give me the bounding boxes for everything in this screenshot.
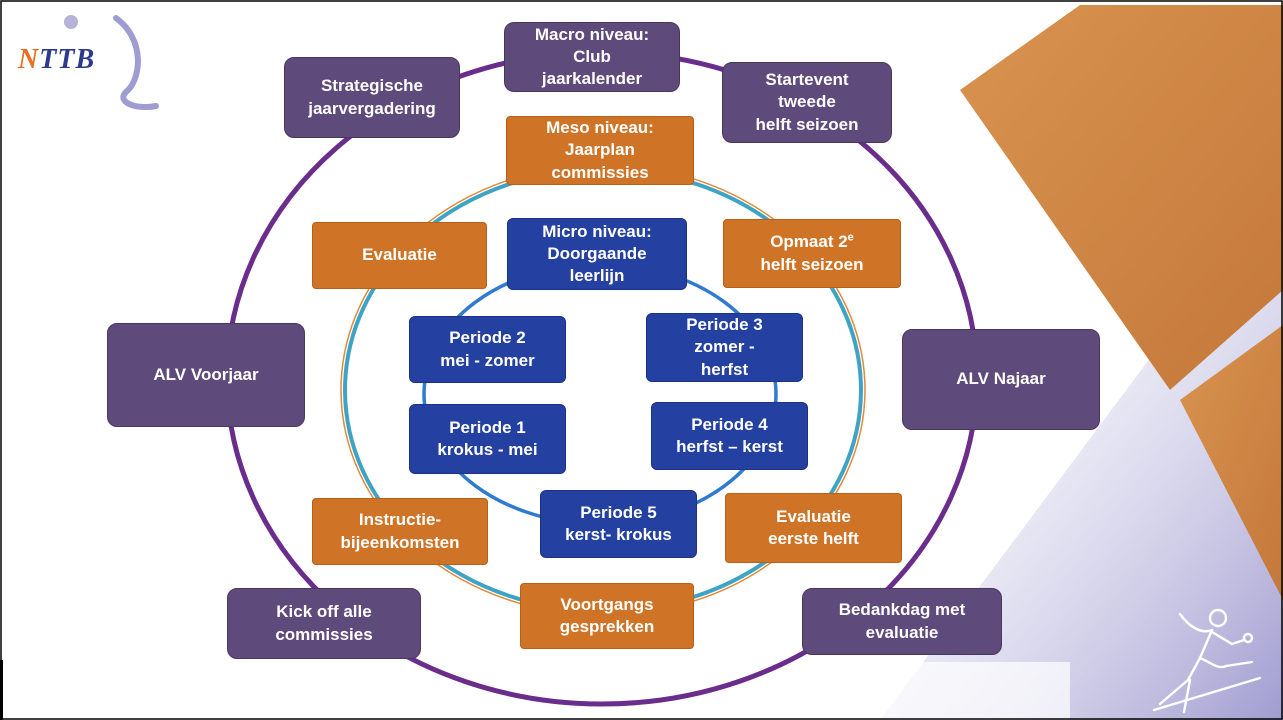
meso-top-label: Meso niveau: Jaarplan commissies xyxy=(546,118,654,182)
logo-letters-ttb: TTB xyxy=(39,44,96,75)
voortgang-label: Voortgangs gesprekken xyxy=(559,594,655,636)
periode-1-label: Periode 1 krokus - mei xyxy=(437,417,538,459)
strategische-jaarvergadering: Strategische jaarvergadering xyxy=(284,57,460,138)
startevent-label: Startevent tweede helft seizoen xyxy=(755,70,859,134)
periode-3-label: Periode 3 zomer - herfst xyxy=(686,315,763,379)
logo-swoosh xyxy=(113,15,159,110)
left-edge-line xyxy=(0,660,3,720)
strategische-label: Strategische jaarvergadering xyxy=(308,76,436,118)
alv-voorjaar: ALV Voorjaar xyxy=(107,323,305,427)
alv-najaar-label: ALV Najaar xyxy=(956,369,1046,389)
logo-text: NTTB xyxy=(18,44,95,76)
periode-4-herfst-kerst: Periode 4 herfst – kerst xyxy=(651,402,808,470)
instructie-label: Instructie- bijeenkomsten xyxy=(340,510,460,552)
evaluatie-eerste-helft: Evaluatie eerste helft xyxy=(725,493,902,563)
periode-3-zomer-herfst: Periode 3 zomer - herfst xyxy=(646,313,803,382)
periode-5-label: Periode 5 kerst- krokus xyxy=(565,502,672,544)
white-band xyxy=(860,662,1070,720)
alv-najaar: ALV Najaar xyxy=(902,329,1100,430)
micro-top-label: Micro niveau: Doorgaande leerlijn xyxy=(542,221,652,286)
instructie-bijeenkomsten: Instructie- bijeenkomsten xyxy=(312,498,488,565)
opmaat-2e-helft-seizoen: Opmaat 2e helft seizoen xyxy=(723,219,901,288)
kick-off-alle-commissies: Kick off alle commissies xyxy=(227,588,421,659)
nttb-logo xyxy=(64,15,159,110)
inner-ring xyxy=(422,262,778,526)
micro-niveau-doorgaande-leerlijn: Micro niveau: Doorgaande leerlijn xyxy=(507,218,687,290)
opmaat-label: Opmaat 2e helft seizoen xyxy=(761,231,864,275)
meso-niveau-jaarplan-commissies: Meso niveau: Jaarplan commissies xyxy=(506,116,694,185)
periode-4-label: Periode 4 herfst – kerst xyxy=(676,414,783,456)
macro-top-label: Macro niveau: Club jaarkalender xyxy=(534,24,650,89)
evaluatie-eerste-label: Evaluatie eerste helft xyxy=(768,506,859,548)
bedankdag-met-evaluatie: Bedankdag met evaluatie xyxy=(802,588,1002,655)
periode-5-kerst-krokus: Periode 5 kerst- krokus xyxy=(540,490,697,558)
evaluatie: Evaluatie xyxy=(312,222,487,289)
alv-voorjaar-label: ALV Voorjaar xyxy=(153,364,259,384)
table-tennis-player-icon xyxy=(1152,608,1262,714)
orange-corner-shape-bottom xyxy=(1180,325,1283,600)
periode-2-label: Periode 2 mei - zomer xyxy=(440,328,535,370)
opmaat-superscript: e xyxy=(847,231,854,244)
opmaat-line-2: helft seizoen xyxy=(760,254,864,274)
logo-ball xyxy=(64,15,78,29)
macro-niveau-club-jaarkalender: Macro niveau: Club jaarkalender xyxy=(504,22,680,92)
bedankdag-label: Bedankdag met evaluatie xyxy=(838,600,966,642)
startevent-tweede-helft-seizoen: Startevent tweede helft seizoen xyxy=(722,62,892,143)
kick-off-label: Kick off alle commissies xyxy=(275,602,373,644)
evaluatie-label: Evaluatie xyxy=(362,245,437,265)
logo-letter-n: N xyxy=(18,44,40,75)
orange-corner-shape-top xyxy=(960,5,1283,390)
voortgangs-gesprekken: Voortgangs gesprekken xyxy=(520,583,694,649)
periode-1-krokus-mei: Periode 1 krokus - mei xyxy=(409,404,566,474)
periode-2-mei-zomer: Periode 2 mei - zomer xyxy=(409,316,566,383)
opmaat-line-1: Opmaat 2 xyxy=(770,232,848,252)
